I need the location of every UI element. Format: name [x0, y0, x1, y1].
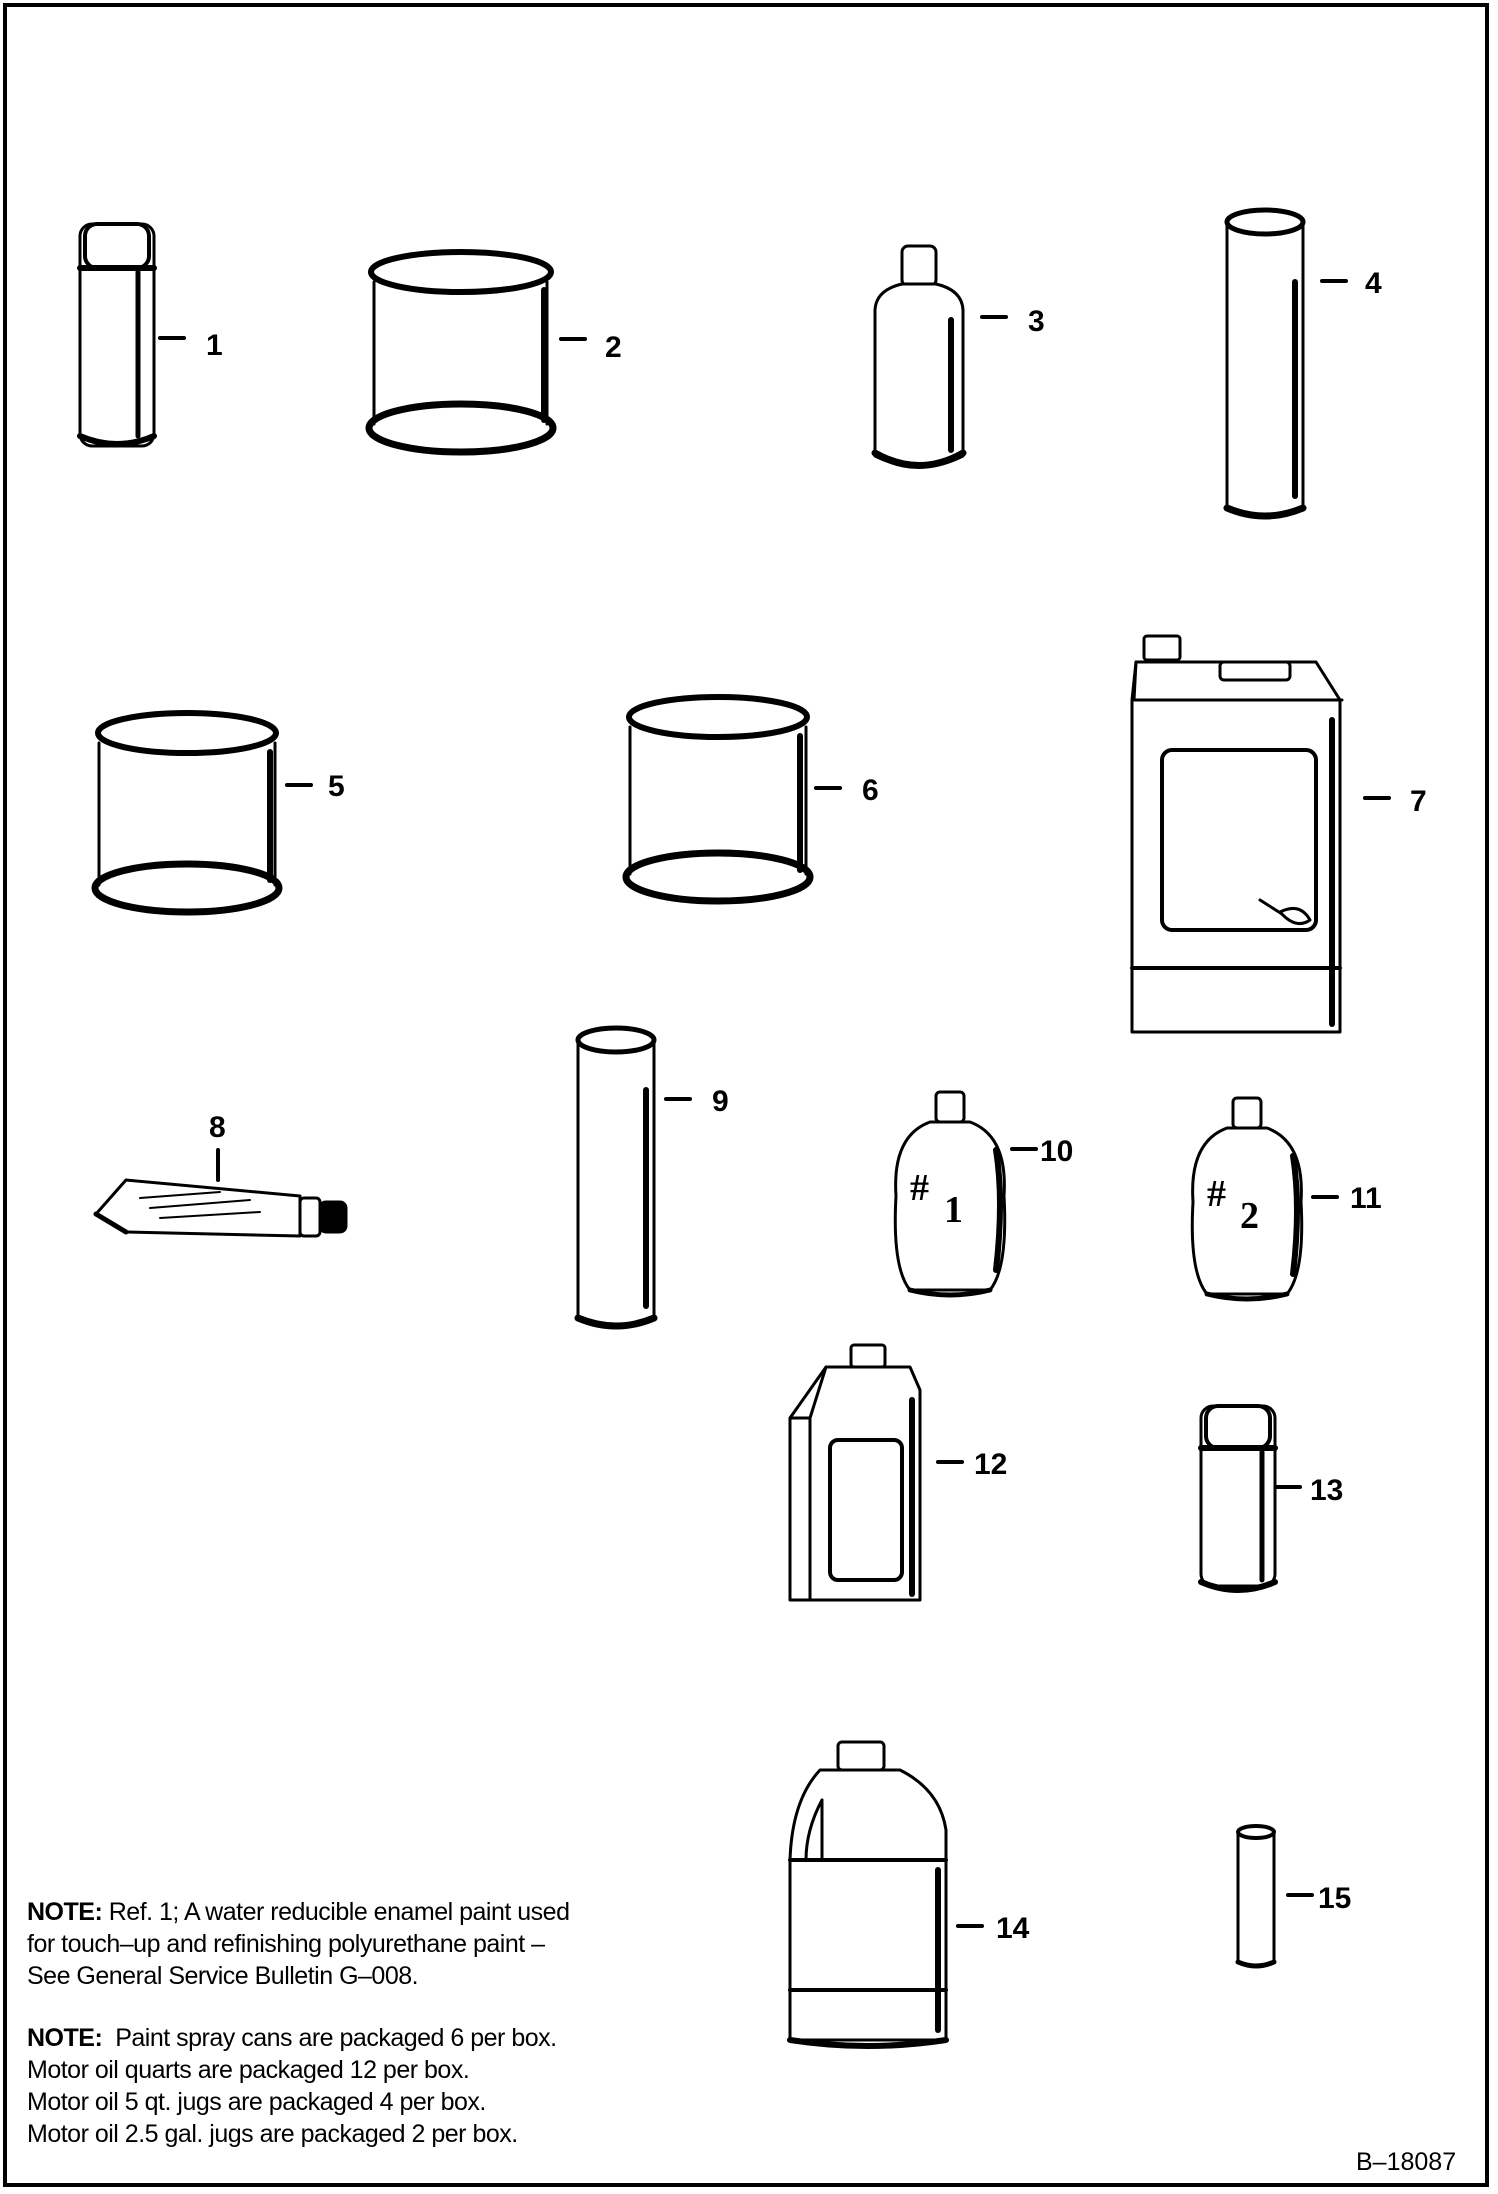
note-1-label: NOTE:: [27, 1898, 103, 1926]
item-14-gallon-jug: [787, 1740, 984, 2049]
callout-1: 1: [206, 329, 223, 362]
item-7-large-jug: [1130, 634, 1391, 1034]
item-1-spray-can: [77, 222, 186, 448]
note-2-line-1: NOTE: Paint spray cans are packaged 6 pe…: [27, 2024, 557, 2052]
note-2-line-4: Motor oil 2.5 gal. jugs are packaged 2 p…: [27, 2120, 518, 2148]
bottle-11-number: 2: [1240, 1195, 1259, 1237]
callout-10: 10: [1040, 1135, 1073, 1168]
callout-11: 11: [1350, 1182, 1382, 1215]
item-15-small-tube: [1235, 1824, 1314, 1969]
note-1-line-1: NOTE: Ref. 1; A water reducible enamel p…: [27, 1898, 570, 1926]
item-10-bottle: # 1: [893, 1090, 1038, 1298]
callout-8: 8: [209, 1111, 226, 1144]
item-6-paint-can: [622, 694, 842, 905]
item-11-bottle: # 2: [1190, 1096, 1339, 1302]
callout-4: 4: [1365, 267, 1382, 300]
item-9-grease-tube: [574, 1025, 692, 1330]
callout-15: 15: [1318, 1882, 1351, 1915]
note-2-line-3: Motor oil 5 qt. jugs are packaged 4 per …: [27, 2088, 486, 2116]
item-4-grease-tube: [1223, 207, 1348, 520]
item-3-bottle: [871, 244, 1008, 469]
callout-13: 13: [1310, 1474, 1343, 1507]
item-2-paint-can: [365, 249, 587, 456]
callout-7: 7: [1410, 785, 1427, 818]
callout-5: 5: [328, 770, 345, 803]
item-5-paint-can: [91, 710, 313, 916]
bottle-10-number: 1: [944, 1189, 963, 1231]
callout-14: 14: [996, 1912, 1030, 1945]
bottle-11-hash: #: [1207, 1173, 1226, 1215]
document-number: B–18087: [1356, 2148, 1457, 2176]
note-1-line-2: for touch–up and refinishing polyurethan…: [27, 1930, 545, 1958]
callout-9: 9: [712, 1085, 729, 1118]
callout-2: 2: [605, 331, 622, 364]
page-border: [3, 3, 1489, 2187]
notes-block: NOTE: Ref. 1; A water reducible enamel p…: [27, 1896, 687, 2150]
note-1-line-3: See General Service Bulletin G–008.: [27, 1962, 419, 1990]
note-2-line-2: Motor oil quarts are packaged 12 per box…: [27, 2056, 470, 2084]
callout-12: 12: [974, 1448, 1007, 1481]
item-12-oil-quart: [788, 1343, 964, 1602]
callout-6: 6: [862, 774, 879, 807]
item-8-tube: [93, 1148, 348, 1238]
item-13-spray-can: [1198, 1404, 1302, 1593]
note-2-label: NOTE:: [27, 2024, 103, 2052]
callout-3: 3: [1028, 305, 1045, 338]
bottle-10-hash: #: [910, 1167, 929, 1209]
